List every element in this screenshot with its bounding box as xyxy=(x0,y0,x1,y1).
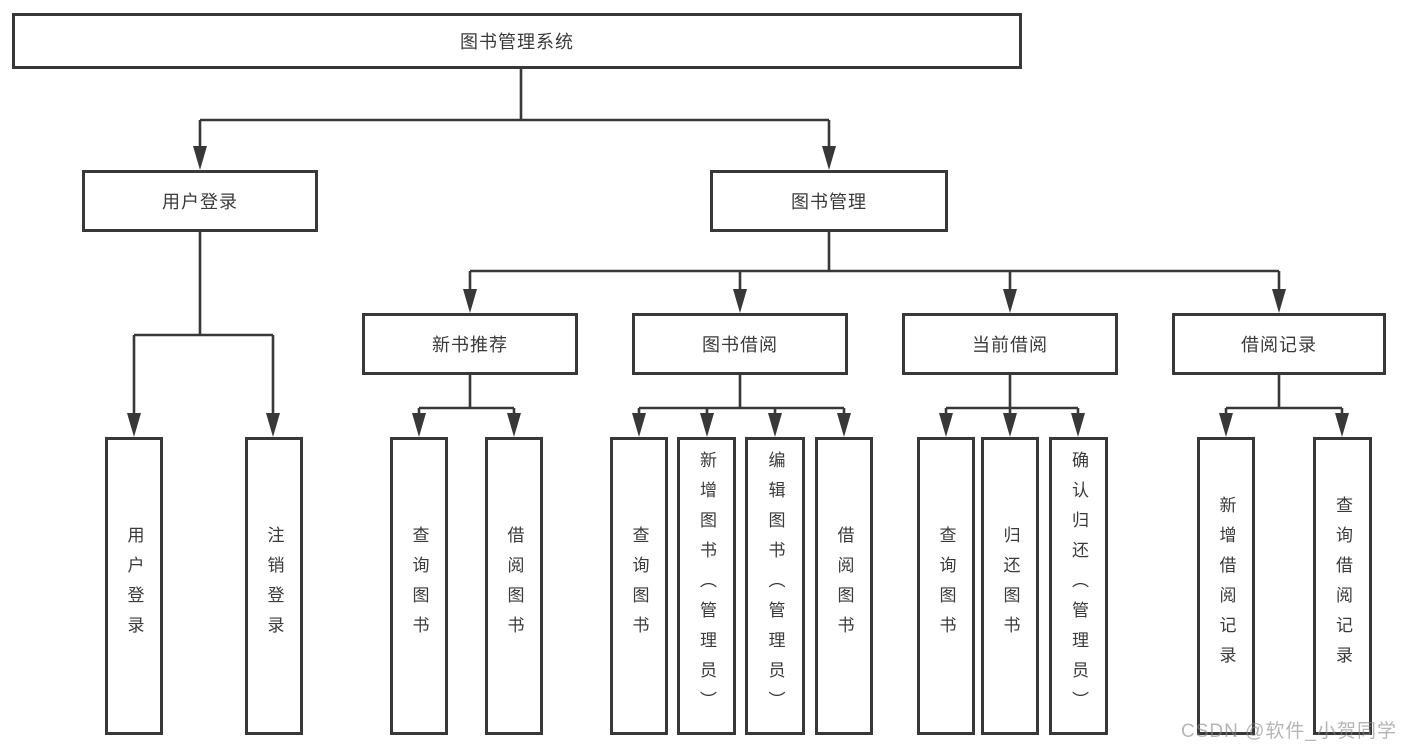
csdn-watermark: CSDN @软件_小贺同学 xyxy=(1181,721,1397,742)
node-label: 新书推荐 xyxy=(432,335,508,355)
node-label: 图书管理 xyxy=(791,192,867,212)
connector-new-book-branch xyxy=(417,375,516,413)
leaf-edit-book-admin: 编辑图书（管理员） xyxy=(745,437,805,735)
node-label: 用户登录 xyxy=(124,526,144,646)
node-label: 查询图书 xyxy=(409,526,429,646)
node-user-login: 用户登录 xyxy=(82,170,318,232)
arrow-down-icon xyxy=(768,413,782,437)
node-label: 图书借阅 xyxy=(702,335,778,355)
node-borrow-records: 借阅记录 xyxy=(1172,313,1386,375)
arrow-down-icon xyxy=(939,413,953,437)
arrow-down-icon xyxy=(1219,413,1233,437)
arrow-down-icon xyxy=(1272,289,1286,313)
node-label: 查询图书 xyxy=(629,526,649,646)
arrow-down-icon xyxy=(193,146,207,170)
connector-current-borrow-branch xyxy=(944,375,1080,413)
node-new-book-recommend: 新书推荐 xyxy=(362,313,578,375)
node-label: 当前借阅 xyxy=(972,335,1048,355)
leaf-add-book-admin: 新增图书（管理员） xyxy=(677,437,736,735)
leaf-borrow-books-2: 借阅图书 xyxy=(815,437,873,735)
arrow-down-icon xyxy=(127,413,141,437)
connector-root-to-level2 xyxy=(198,69,831,146)
node-library-management-system: 图书管理系统 xyxy=(12,13,1022,69)
node-label: 编辑图书（管理员） xyxy=(765,451,785,721)
leaf-borrow-books-1: 借阅图书 xyxy=(485,437,543,735)
arrow-down-icon xyxy=(463,289,477,313)
node-label: 用户登录 xyxy=(162,192,238,212)
connector-book-borrow-branch xyxy=(637,375,846,413)
node-label: 新增图书（管理员） xyxy=(697,451,716,721)
arrow-down-icon xyxy=(1003,289,1017,313)
arrow-down-icon xyxy=(507,413,521,437)
node-label: 借阅图书 xyxy=(504,526,524,646)
arrow-down-icon xyxy=(1335,413,1349,437)
node-label: 确认归还（管理员） xyxy=(1069,451,1088,721)
node-label: 查询图书 xyxy=(936,526,956,646)
arrow-down-icon xyxy=(822,146,836,170)
leaf-confirm-return-admin: 确认归还（管理员） xyxy=(1049,437,1108,735)
leaf-query-books-1: 查询图书 xyxy=(390,437,448,735)
node-label: 借阅图书 xyxy=(834,526,854,646)
connector-user-login-branch xyxy=(132,232,275,413)
leaf-user-login: 用户登录 xyxy=(105,437,163,735)
connector-book-management-branch xyxy=(468,232,1281,289)
node-label: 图书管理系统 xyxy=(460,32,574,52)
connector-borrow-records-branch xyxy=(1224,375,1344,413)
leaf-return-book: 归还图书 xyxy=(981,437,1039,735)
leaf-add-borrow-record: 新增借阅记录 xyxy=(1197,437,1255,735)
arrow-down-icon xyxy=(266,413,280,437)
node-label: 借阅记录 xyxy=(1241,335,1317,355)
arrow-down-icon xyxy=(1003,413,1017,437)
arrow-down-icon xyxy=(412,413,426,437)
arrow-down-icon xyxy=(733,289,747,313)
arrow-down-icon xyxy=(632,413,646,437)
leaf-query-books-3: 查询图书 xyxy=(917,437,975,735)
node-label: 新增借阅记录 xyxy=(1216,496,1236,676)
node-book-borrow: 图书借阅 xyxy=(632,313,848,375)
node-book-management: 图书管理 xyxy=(710,170,948,232)
arrow-down-icon xyxy=(837,413,851,437)
leaf-logout: 注销登录 xyxy=(245,437,303,735)
arrow-down-icon xyxy=(700,413,714,437)
node-current-borrow: 当前借阅 xyxy=(902,313,1118,375)
leaf-query-books-2: 查询图书 xyxy=(610,437,668,735)
node-label: 归还图书 xyxy=(1000,526,1020,646)
node-label: 注销登录 xyxy=(264,526,284,646)
leaf-query-borrow-record: 查询借阅记录 xyxy=(1313,437,1372,735)
arrow-down-icon xyxy=(1071,413,1085,437)
node-label: 查询借阅记录 xyxy=(1333,496,1352,676)
